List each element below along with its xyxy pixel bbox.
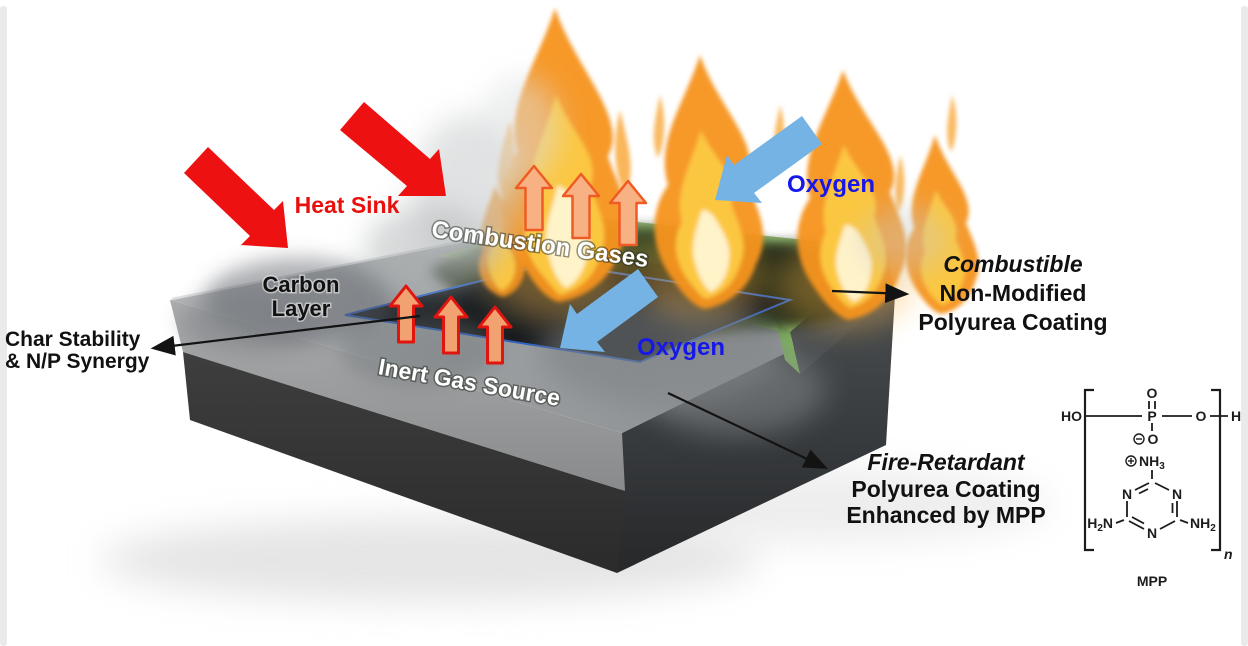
combustible-line2: Non-Modified (940, 280, 1087, 306)
combustion-gas-arrows (514, 164, 648, 247)
light-smoke (365, 75, 950, 295)
heat-arrow-icon (340, 102, 446, 196)
gas-arrow-icon (608, 179, 648, 247)
annotation-arrow (150, 314, 421, 356)
carbon-layer-line2: Layer (272, 296, 331, 321)
combustible-annotation: Combustible Non-Modified Polyurea Coatin… (831, 251, 1108, 335)
annotation-arrow (831, 283, 910, 304)
combustible-line1: Combustible (943, 251, 1082, 277)
triazine-ring: N N N (1122, 482, 1182, 541)
carbon-layer-line1: Carbon (263, 272, 340, 297)
fire-retardant-line2: Polyurea Coating (851, 476, 1040, 502)
heat-sink-label: Heat Sink (295, 192, 400, 218)
gas-arrow-icon (433, 295, 469, 355)
nh3-group: NH3 (1139, 453, 1165, 472)
left-edge-border (0, 6, 7, 646)
gas-arrow-icon (388, 284, 424, 344)
h-end-atom: H (1231, 408, 1241, 424)
minus-charge-icon (1133, 433, 1145, 445)
o-minus-atom: O (1148, 431, 1159, 447)
melamine-group: NH3 N N N H2N NH2 (1087, 453, 1216, 541)
heat-flow: Heat Sink (184, 102, 446, 248)
mpp-structure: n HO P O H O O NH3 (1061, 385, 1241, 589)
ho-atom: HO (1061, 408, 1082, 424)
n-right-atom: N (1172, 486, 1182, 502)
combustible-line3: Polyurea Coating (918, 309, 1107, 335)
gas-arrow-icon (477, 305, 513, 365)
phosphate-group: HO P O H O O (1061, 385, 1241, 447)
heat-arrow-icon (184, 147, 288, 248)
fire-retardant-line3: Enhanced by MPP (846, 502, 1045, 528)
fire-retardant-annotation: Fire-Retardant Polyurea Coating Enhanced… (667, 392, 1046, 528)
right-bracket (1211, 388, 1222, 552)
fire-retardant-line1: Fire-Retardant (867, 449, 1026, 475)
o-bridge-atom: O (1196, 408, 1207, 424)
inert-gas-arrows (388, 284, 513, 365)
substrate-front-face (183, 352, 625, 573)
gas-arrow-icon (561, 172, 601, 240)
mpp-label: MPP (1137, 573, 1167, 589)
annotation-arrow (667, 392, 828, 469)
oxygen-label-upper: Oxygen (787, 171, 875, 198)
right-edge-border (1241, 6, 1248, 646)
n-bottom-atom: N (1147, 525, 1157, 541)
nh2-group: NH2 (1190, 515, 1216, 534)
left-bracket (1083, 388, 1094, 552)
oxygen-label-lower: Oxygen (637, 334, 725, 361)
oxygen-arrow-icon (560, 269, 658, 352)
n-left-atom: N (1122, 486, 1132, 502)
gas-arrow-icon (514, 164, 554, 232)
h2n-group: H2N (1087, 515, 1113, 534)
p-atom: P (1147, 408, 1156, 424)
oxygen-flow: Oxygen Oxygen (560, 116, 875, 361)
repeat-subscript: n (1224, 546, 1233, 562)
oxygen-arrow-icon (715, 116, 822, 203)
char-stability-line2: & N/P Synergy (5, 350, 150, 373)
char-stability-line1: Char Stability (5, 328, 141, 351)
carbon-layer-label: Carbon Layer (261, 271, 341, 323)
o-top-atom: O (1147, 385, 1158, 401)
char-stability-annotation: Char Stability & N/P Synergy (5, 314, 421, 373)
plus-charge-icon (1125, 455, 1137, 467)
